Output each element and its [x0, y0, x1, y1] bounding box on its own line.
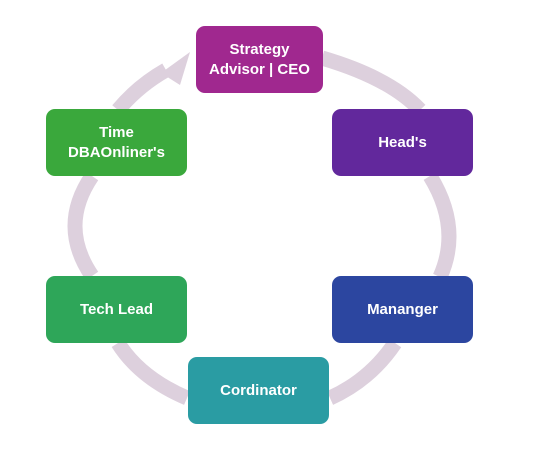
- ring-segment: [112, 63, 170, 115]
- node-label-line: Head's: [378, 133, 427, 151]
- ring-segments: [67, 50, 457, 405]
- node-heads: Head's: [332, 109, 473, 176]
- node-label-line: Cordinator: [220, 381, 297, 399]
- node-label-line: Tech Lead: [79, 300, 154, 318]
- node-coordinator: Cordinator: [188, 357, 329, 424]
- node-time-dbaonliners: Time DBAOnliner's: [46, 109, 187, 176]
- node-label-line: DBAOnliner's: [68, 143, 165, 161]
- node-manager: Mananger: [332, 276, 473, 343]
- ring-segment: [326, 338, 402, 405]
- ring-segment: [111, 338, 191, 405]
- node-label-line: Advisor | CEO: [209, 60, 310, 78]
- cycle-arrowhead: [161, 52, 190, 85]
- node-tech-lead: Tech Lead: [46, 276, 187, 343]
- node-label-line: Time: [99, 123, 134, 141]
- node-label-line: Mananger: [367, 300, 438, 318]
- node-label-line: Strategy: [229, 40, 290, 58]
- ring-segment: [423, 172, 457, 281]
- ring-segment: [319, 50, 426, 116]
- ring-segment: [67, 171, 99, 281]
- node-strategy-advisor-ceo: Strategy Advisor | CEO: [196, 26, 323, 93]
